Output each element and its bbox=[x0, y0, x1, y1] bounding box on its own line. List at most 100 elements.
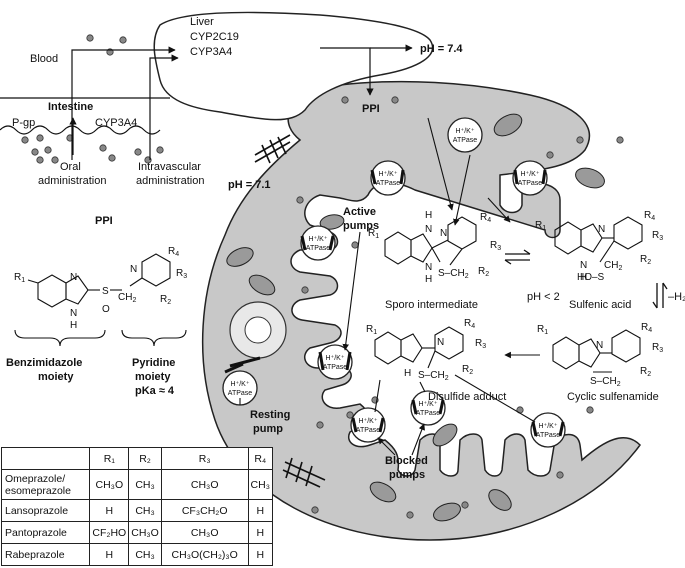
route-arrows bbox=[69, 44, 413, 160]
cyclic-structure-text: R1 N S–CH2 R4 R3 R2 bbox=[537, 322, 663, 388]
table-cell: CH₃ bbox=[247, 469, 274, 500]
liver-enzyme-cyp3a4: CYP3A4 bbox=[190, 46, 232, 58]
svg-text:H: H bbox=[70, 320, 77, 331]
sporo-intermediate-label: Sporo intermediate bbox=[385, 299, 478, 311]
disulfide-adduct-label: Disulfide adduct bbox=[428, 391, 506, 403]
table-cell: CH₃ bbox=[128, 543, 162, 566]
sporo-structure-text: R1 HN NH S–CH2 N R4 R3 R2 bbox=[368, 210, 501, 285]
pump-mid: H⁺/K⁺ ATPase bbox=[317, 344, 353, 380]
table-cell: H bbox=[247, 499, 274, 522]
table-cell: CH₃O bbox=[128, 521, 162, 544]
pyridine-label-2: moiety bbox=[135, 371, 171, 383]
table-row: Pantoprazole CF₂HO CH₃O CH₃O H bbox=[0, 521, 274, 544]
svg-text:R1: R1 bbox=[535, 220, 546, 232]
cell-ph-label: pH = 7.1 bbox=[228, 179, 271, 191]
svg-text:N: N bbox=[596, 340, 603, 351]
svg-text:N: N bbox=[70, 308, 77, 319]
pyridine-brace bbox=[121, 329, 187, 347]
table-row: Lansoprazole H CH₃ CF₃CH₂O H bbox=[0, 499, 274, 522]
table-cell: CF₂HO bbox=[89, 521, 130, 544]
svg-text:H⁺/K⁺: H⁺/K⁺ bbox=[358, 418, 377, 425]
table-cell: CH₃O(CH₂)₃O bbox=[160, 543, 249, 566]
svg-text:N: N bbox=[70, 272, 77, 283]
equilibrium-arrow-vertical bbox=[652, 282, 668, 309]
svg-text:O: O bbox=[102, 304, 110, 315]
svg-text:N: N bbox=[437, 337, 444, 348]
svg-text:R2: R2 bbox=[640, 366, 651, 378]
svg-text:ATPase: ATPase bbox=[416, 410, 440, 417]
drug-name-cell: Pantoprazole bbox=[0, 521, 91, 544]
intestine-label: Intestine bbox=[48, 101, 93, 113]
drug-name-cell: Lansoprazole bbox=[0, 499, 91, 522]
cyclic-structure bbox=[552, 329, 641, 373]
mitochondria bbox=[226, 113, 605, 522]
liver-label: Liver bbox=[190, 16, 214, 28]
liver-enzyme-cyp2c19: CYP2C19 bbox=[190, 31, 239, 43]
blood-label: Blood bbox=[30, 53, 58, 65]
iv-admin-label-1: Intravascular bbox=[138, 161, 201, 173]
active-pumps-label-1: Active bbox=[343, 206, 376, 218]
table-row: Rabeprazole H CH₃ CH₃O(CH₂)₃O H bbox=[0, 543, 274, 566]
resting-pump-label-2: pump bbox=[253, 423, 283, 435]
svg-text:S–CH2: S–CH2 bbox=[438, 268, 469, 280]
svg-text:R3: R3 bbox=[490, 240, 501, 252]
svg-text:R4: R4 bbox=[641, 322, 652, 334]
svg-text:ATPase: ATPase bbox=[376, 180, 400, 187]
sulfenic-acid-label: Sulfenic acid bbox=[569, 299, 631, 311]
pump-active-2: H⁺/K⁺ ATPase bbox=[300, 225, 336, 261]
svg-text:ATPase: ATPase bbox=[323, 364, 347, 371]
svg-text:R4: R4 bbox=[464, 318, 475, 330]
ppi-structure bbox=[27, 253, 171, 308]
svg-text:H: H bbox=[580, 272, 587, 283]
svg-text:R2: R2 bbox=[478, 266, 489, 278]
pump-membrane-marks bbox=[224, 169, 565, 437]
oral-admin-label-1: Oral bbox=[60, 161, 81, 173]
ppi-structure-title: PPI bbox=[95, 215, 113, 227]
drug-name-cell: Rabeprazole bbox=[0, 543, 91, 566]
svg-text:H⁺/K⁺: H⁺/K⁺ bbox=[325, 355, 344, 362]
svg-text:R2: R2 bbox=[640, 254, 651, 266]
drug-name-cell: Omeprazole/ esomeprazole bbox=[0, 469, 91, 500]
svg-text:ATPase: ATPase bbox=[453, 137, 477, 144]
svg-text:HO–S: HO–S bbox=[577, 272, 605, 283]
svg-text:N: N bbox=[425, 224, 432, 235]
svg-text:H: H bbox=[404, 368, 411, 379]
svg-text:H: H bbox=[425, 210, 432, 221]
blood-ph-label: pH = 7.4 bbox=[420, 43, 463, 55]
resting-pump-label-1: Resting bbox=[250, 409, 290, 421]
nucleolus bbox=[244, 316, 272, 344]
table-cell: CH₃ bbox=[128, 469, 162, 500]
table-cell: H bbox=[247, 521, 274, 544]
table-cell: CH₃O bbox=[89, 469, 130, 500]
svg-text:ATPase: ATPase bbox=[356, 427, 380, 434]
svg-text:R4: R4 bbox=[480, 212, 491, 224]
intestine-cyp3a4-label: CYP3A4 bbox=[95, 117, 137, 129]
svg-text:S–CH2: S–CH2 bbox=[418, 370, 449, 382]
canaliculus-hatching bbox=[254, 134, 326, 488]
svg-text:R1: R1 bbox=[14, 272, 25, 284]
cell-arrows bbox=[239, 117, 540, 456]
ph-less-than-2-label: pH < 2 bbox=[527, 291, 560, 303]
cyclic-sulfenamide-label: Cyclic sulfenamide bbox=[567, 391, 659, 403]
table-cell: CH₃ bbox=[128, 499, 162, 522]
svg-text:CH2: CH2 bbox=[604, 260, 622, 272]
pump-top-1: H⁺/K⁺ ATPase bbox=[447, 117, 483, 153]
blocked-pumps-label-1: Blocked bbox=[385, 455, 428, 467]
table-cell: H bbox=[247, 543, 274, 566]
ppi-entry-label: PPI bbox=[362, 103, 380, 115]
ppi-substituent-table: R₁ R₂ R₃ R₄ Omeprazole/ esomeprazole CH₃… bbox=[0, 447, 274, 566]
svg-text:R1: R1 bbox=[366, 324, 377, 336]
svg-text:N: N bbox=[580, 260, 587, 271]
table-row: Omeprazole/ esomeprazole CH₃O CH₃ CH₃O C… bbox=[0, 469, 274, 500]
svg-text:N: N bbox=[425, 262, 432, 273]
pgp-label: P-gp bbox=[12, 117, 35, 129]
equilibrium-arrow-horizontal bbox=[504, 249, 531, 265]
sulfenic-structure-text: R1 N NH HO–S CH2 R4 R3 R2 bbox=[535, 210, 663, 283]
svg-text:H⁺/K⁺: H⁺/K⁺ bbox=[378, 171, 397, 178]
sporo-structure bbox=[384, 216, 477, 266]
svg-text:R2: R2 bbox=[462, 364, 473, 376]
svg-text:H⁺/K⁺: H⁺/K⁺ bbox=[418, 401, 437, 408]
svg-text:H⁺/K⁺: H⁺/K⁺ bbox=[230, 381, 249, 388]
table-header-row: R₁ R₂ R₃ R₄ bbox=[0, 447, 274, 470]
